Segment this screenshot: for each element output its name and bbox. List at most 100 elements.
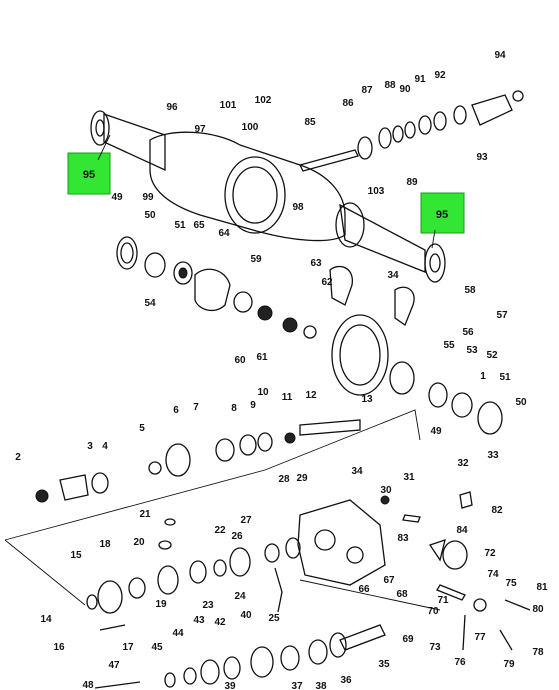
lower-callout-12: 19 [155,599,167,610]
upper-callout-46: 4 [102,441,108,452]
svg-text:95: 95 [436,209,448,221]
upper-callout-10: 97 [194,124,206,135]
upper-callout-15: 93 [476,152,488,163]
lower-callout-17: 27 [240,515,252,526]
lower-callout-48: 36 [340,675,352,686]
lower-callout-22: 66 [358,584,370,595]
lower-callout-19: 24 [234,591,246,602]
lower-callout-45: 40 [240,610,252,621]
lower-callout-26: 75 [505,578,517,589]
upper-callout-36: 61 [256,352,268,363]
lower-callout-13: 18 [99,539,111,550]
upper-callout-18: 49 [111,192,123,203]
lower-callout-18: 26 [231,531,243,542]
lower-callout-38: 17 [122,642,134,653]
lower-callout-41: 45 [151,642,163,653]
lower-callout-35: 78 [532,647,544,658]
lower-callout-46: 38 [315,681,327,690]
lower-callout-29: 73 [429,642,441,653]
upper-callout-32: 53 [466,345,478,356]
upper-callout-30: 56 [462,327,474,338]
upper-callout-4: 86 [342,98,354,109]
upper-callout-51: 50 [515,397,527,408]
lower-callout-5: 30 [380,485,392,496]
axle-housing [90,110,446,283]
upper-callout-48: 2 [15,452,21,463]
lower-callout-51: 81 [536,582,548,593]
lower-callout-9: 83 [397,533,409,544]
upper-callout-34: 54 [144,298,156,309]
upper-callout-28: 58 [464,285,476,296]
upper-callout-49: 1 [480,371,486,382]
upper-callout-40: 13 [361,394,373,405]
upper-callout-25: 63 [310,258,322,269]
upper-callout-31: 55 [443,340,455,351]
lower-callout-40: 48 [82,680,94,690]
lower-callout-32: 77 [474,632,486,643]
lower-callout-1: 33 [487,450,499,461]
upper-callout-9: 92 [434,70,446,81]
upper-callout-50: 51 [499,372,511,383]
lower-callout-24: 72 [484,548,496,559]
output-shaft-lower [94,624,386,689]
lower-callout-10: 21 [139,509,151,520]
upper-callout-38: 11 [282,392,293,403]
lower-callout-27: 71 [437,595,449,606]
upper-callout-14: 89 [406,177,418,188]
svg-text:95: 95 [83,169,95,181]
carrier-bearings-left [116,236,317,339]
lower-callout-4: 34 [351,466,363,477]
lower-callout-20: 25 [268,613,280,624]
lower-callout-3: 29 [296,473,308,484]
lower-callout-42: 44 [172,628,184,639]
lower-callout-14: 15 [70,550,82,561]
upper-callout-35: 60 [234,355,246,366]
lower-callout-0: 32 [457,458,469,469]
grouping-lines [4,409,441,611]
upper-callout-11: 100 [242,122,259,133]
lower-callout-6: 31 [403,472,415,483]
shift-linkage [380,491,531,651]
upper-callout-33: 52 [486,350,498,361]
upper-callout-23: 103 [368,186,385,197]
lower-callout-33: 80 [532,604,544,615]
upper-callout-41: 9 [250,400,256,411]
upper-callout-0: 94 [494,50,506,61]
lower-callout-31: 76 [454,657,466,668]
upper-callout-45: 5 [139,423,145,434]
lower-callout-43: 43 [193,615,205,626]
upper-callout-24: 59 [250,254,262,265]
upper-callout-6: 88 [384,80,396,91]
lower-callout-7: 82 [491,505,503,516]
upper-callout-39: 12 [305,390,317,401]
lower-callout-37: 16 [53,642,65,653]
upper-callout-7: 90 [399,84,411,95]
lower-callout-34: 79 [503,659,515,670]
lower-callout-16: 23 [202,600,214,611]
upper-callout-47: 3 [87,441,93,452]
lower-callout-15: 22 [214,525,226,536]
axle-shaft-right [299,90,524,172]
ring-gear [329,265,503,435]
upper-callout-2: 102 [255,95,272,106]
lower-callout-8: 84 [456,525,468,536]
lower-callout-21: 67 [383,575,395,586]
upper-callout-17: 99 [142,192,154,203]
upper-callout-8: 91 [414,74,426,85]
lower-callout-44: 42 [214,617,226,628]
upper-callout-5: 87 [361,85,373,96]
lower-callout-25: 74 [487,569,499,580]
upper-callout-20: 51 [174,220,186,231]
upper-callout-19: 50 [144,210,156,221]
upper-callout-22: 64 [218,228,230,239]
lower-callout-39: 47 [108,660,120,671]
lower-callout-49: 35 [378,659,390,670]
upper-callout-16: 98 [292,202,304,213]
upper-callout-27: 34 [387,270,399,281]
upper-callout-21: 65 [193,220,205,231]
highlight-95-left: 95 [67,134,111,195]
lower-callout-28: 70 [427,606,439,617]
